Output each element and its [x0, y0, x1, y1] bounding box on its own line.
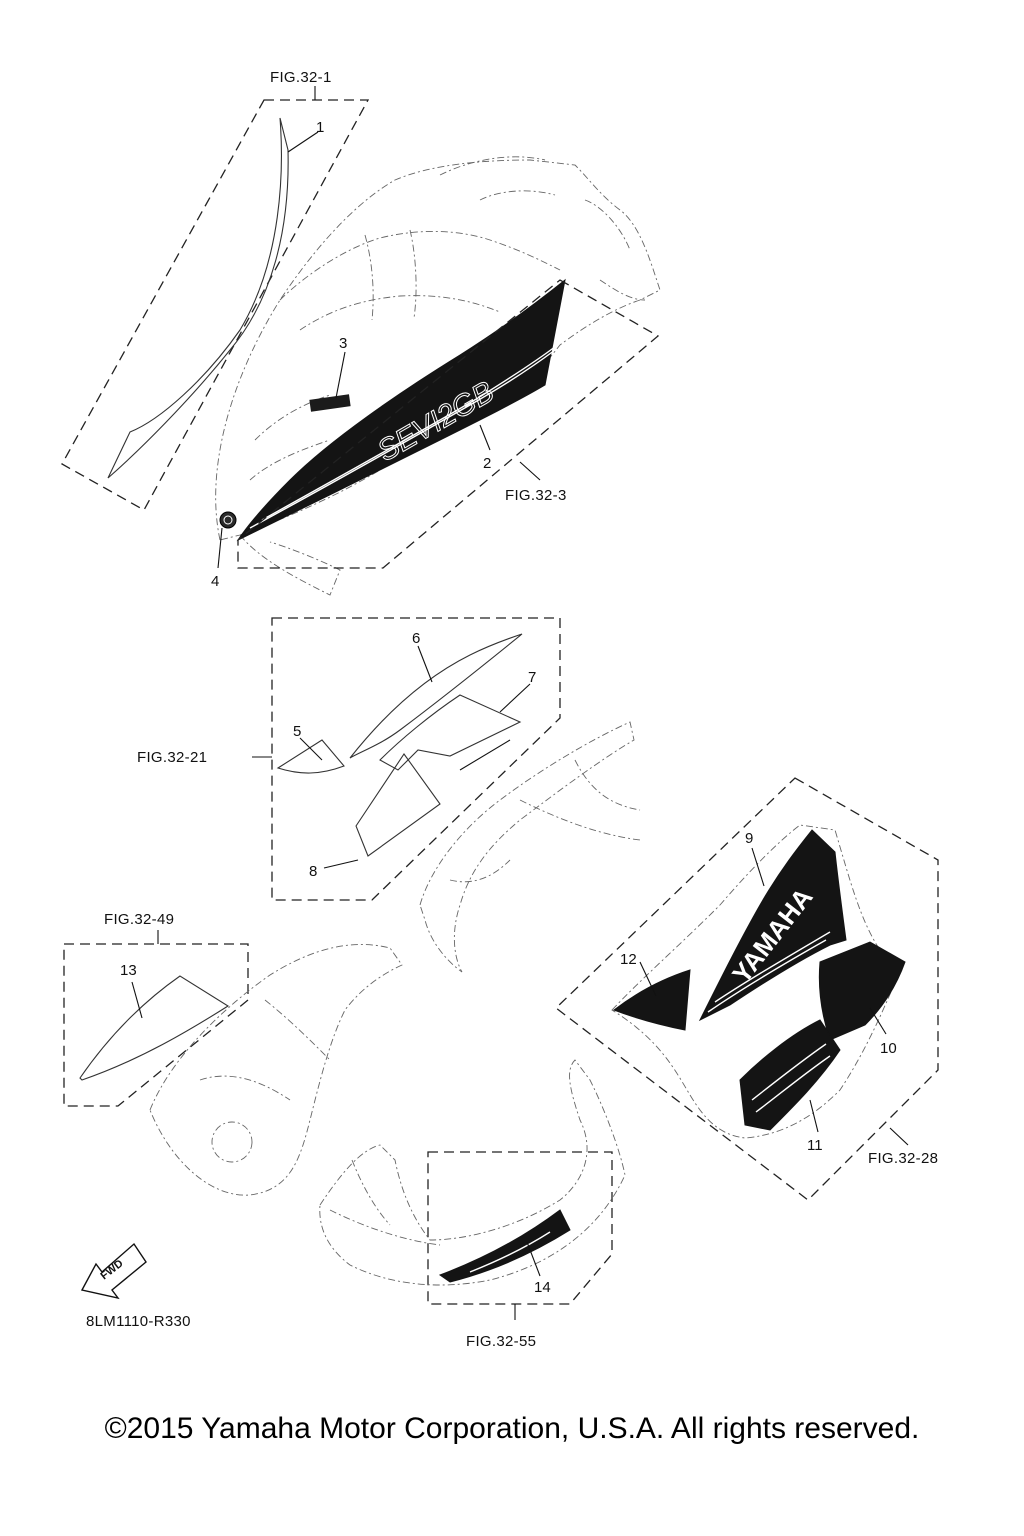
fig-32-28-box [555, 777, 939, 1201]
callout-8: 8 [309, 863, 317, 880]
fig-32-21-box [271, 617, 561, 901]
callout-10: 10 [880, 1040, 897, 1057]
fig-32-21-label: FIG.32-21 [137, 749, 207, 766]
fig-32-21-group: FIG.32-21 5 6 7 8 [137, 617, 641, 973]
callout-5: 5 [293, 723, 301, 740]
top-hull-outline [215, 159, 661, 541]
callout-12: 12 [620, 951, 637, 968]
top-hull-group: FIG.32-1 1 SEVI2GB 2 3 4 FIG.32-3 [61, 69, 661, 596]
part-9-yamaha-decal [698, 829, 847, 1022]
fwd-arrow: FWD [80, 1242, 147, 1300]
fig-32-28-group: FIG.32-28 YAMAHA 9 12 10 11 [555, 777, 939, 1201]
fig-32-55-group: FIG.32-55 14 [319, 1059, 626, 1350]
copyright-notice: ©2015 Yamaha Motor Corporation, U.S.A. A… [104, 1412, 920, 1445]
callout-3: 3 [339, 335, 347, 352]
fig-32-3-label: FIG.32-3 [505, 487, 567, 504]
fig-32-3-box [237, 279, 660, 569]
part-10-decal [818, 941, 906, 1041]
part-4-emblem [219, 511, 237, 529]
fig-32-55-box [427, 1151, 613, 1305]
callout-6: 6 [412, 630, 420, 647]
part-11-decal [739, 1019, 841, 1131]
callout-7: 7 [528, 669, 536, 686]
deck-outline [149, 944, 403, 1196]
drawing-code: 8LM1110-R330 [86, 1313, 191, 1330]
fig-32-49-box [63, 943, 249, 1107]
part-14-decal [438, 1209, 571, 1283]
fig-32-1-label: FIG.32-1 [270, 69, 332, 86]
part-1-decal [107, 117, 289, 479]
part-2-side-decal [236, 278, 566, 542]
part-12-decal [612, 969, 691, 1031]
part-13-decal [79, 975, 230, 1081]
part-8-decal [355, 753, 441, 857]
fig-32-49-label: FIG.32-49 [104, 911, 174, 928]
part-3-badge [309, 394, 351, 412]
callout-14: 14 [534, 1279, 551, 1296]
callout-11: 11 [807, 1137, 823, 1154]
callout-2: 2 [483, 455, 491, 472]
fig-32-1-box [61, 99, 370, 511]
rear-panel-outline [611, 824, 901, 1139]
fig-32-55-label: FIG.32-55 [466, 1333, 536, 1350]
callout-13: 13 [120, 962, 137, 979]
callout-1: 1 [316, 119, 324, 136]
fig-32-28-label: FIG.32-28 [868, 1150, 938, 1167]
fig-32-49-group: FIG.32-49 13 [63, 911, 403, 1196]
part-5-decal [276, 739, 345, 774]
side-panel-outline [419, 721, 635, 973]
callout-4: 4 [211, 573, 219, 590]
callout-9: 9 [745, 830, 753, 847]
part-7-decal [379, 694, 522, 771]
part-6-decal [349, 633, 523, 759]
front-hull-outline [319, 1059, 626, 1286]
